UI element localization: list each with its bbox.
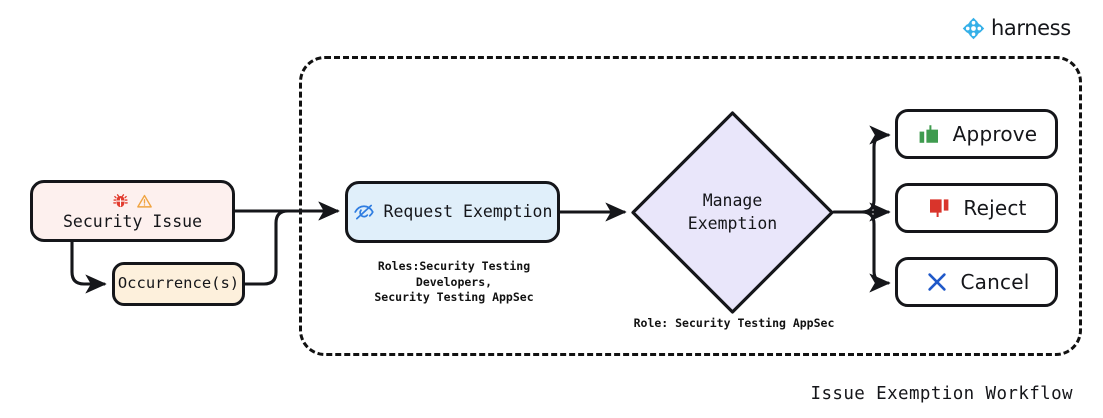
bug-icon: [113, 194, 128, 208]
exemption-workflow-group-boundary: [299, 56, 1082, 356]
request-exemption-roles-note: Roles:Security Testing Developers, Secur…: [374, 259, 534, 305]
harness-brand-lockup: harness: [962, 17, 1071, 40]
close-x-icon: [924, 269, 950, 295]
workflow-caption: Issue Exemption Workflow: [810, 384, 1073, 404]
manage-exemption-role-note: Role: Security Testing AppSec: [633, 316, 835, 330]
thumbs-down-icon: [926, 195, 952, 221]
node-approve[interactable]: Approve: [895, 109, 1058, 159]
security-issue-label: Security Issue: [62, 211, 203, 231]
occurrences-label: Occurrence(s): [117, 274, 240, 293]
thumbs-up-icon: [916, 121, 942, 147]
node-security-issue[interactable]: Security Issue: [30, 180, 235, 242]
request-exemption-label: Request Exemption: [383, 201, 553, 221]
node-cancel[interactable]: Cancel: [895, 257, 1058, 307]
harness-brand-name: harness: [991, 16, 1071, 40]
node-occurrences[interactable]: Occurrence(s): [112, 262, 245, 306]
node-reject[interactable]: Reject: [895, 183, 1058, 233]
approve-label: Approve: [952, 121, 1038, 146]
manage-exemption-label-group: Manage Exemption: [631, 111, 834, 314]
node-manage-exemption[interactable]: Manage Exemption: [631, 111, 834, 314]
node-request-exemption[interactable]: Request Exemption: [345, 181, 560, 243]
manage-exemption-label-line1: Manage: [702, 191, 763, 211]
security-issue-icon-row: [112, 193, 153, 211]
manage-exemption-label-line2: Exemption: [687, 213, 778, 233]
harness-logo-icon: [962, 17, 985, 40]
eye-off-icon: [353, 204, 374, 220]
cancel-label: Cancel: [960, 269, 1030, 294]
warning-triangle-icon: [137, 195, 152, 208]
reject-label: Reject: [963, 195, 1027, 220]
